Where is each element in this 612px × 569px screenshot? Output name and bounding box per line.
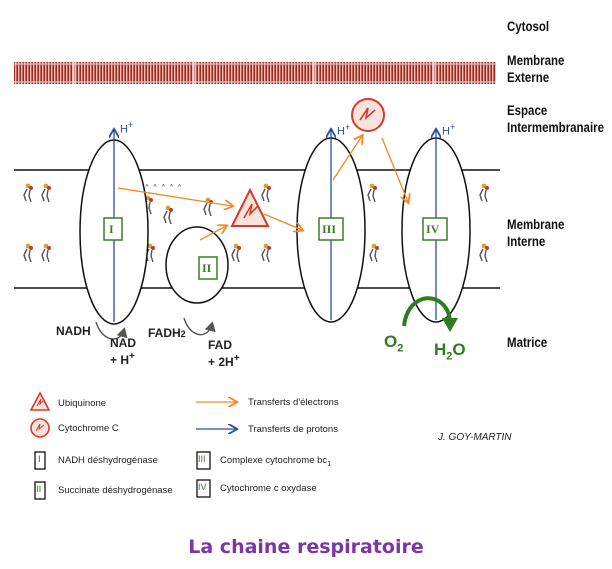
fadh2-label: FADH2 (148, 326, 186, 340)
ubiquinone-icon (230, 187, 270, 227)
author-credit: J. GOY-MARTIN (438, 432, 512, 443)
complex-I-box (103, 217, 123, 241)
electron-arrows (117, 136, 408, 241)
label-cytosol: Cytosol (507, 18, 550, 34)
water-label: H2O (434, 340, 466, 363)
legend-proton-transfer: Transferts de protons (248, 424, 338, 435)
legend-complex-I: NADH déshydrogénase (58, 455, 158, 466)
nad-label: NAD+ H+ (110, 336, 136, 367)
legend-ubiquinone: Ubiquinone (58, 398, 107, 409)
oxygen-water-arrow (402, 296, 452, 327)
complex-I-label: I (109, 222, 114, 236)
legend-box-IV: IV (198, 482, 207, 492)
label-matrix: Matrice (507, 334, 548, 350)
legend-complex-IV: Cytochrome c oxydase (220, 483, 317, 494)
legend-cytochrome-c: Cytochrome C (58, 423, 119, 434)
complex-II-box (198, 256, 218, 280)
proton-label-IV: H+ (442, 122, 456, 138)
nadh-curved-arrow (95, 321, 128, 340)
complex-III-box (318, 217, 344, 241)
legend-complex-III: Complexe cytochrome bc1 (220, 455, 332, 468)
complex-II-label: II (202, 261, 212, 275)
complex-II-ellipse (165, 226, 229, 304)
legend-box-I: I (38, 454, 41, 465)
complex-III-label: III (322, 222, 337, 236)
oxygen-label: O2 (384, 332, 404, 355)
complex-IV-label: IV (426, 222, 440, 236)
legend-box-II: II (36, 484, 42, 495)
figure-caption: La chaine respiratoire (188, 536, 424, 558)
fadh2-curved-arrow (183, 317, 216, 336)
legend-complex-II: Succinate déshydrogénase (58, 485, 173, 496)
fad-label: FAD+ 2H+ (208, 338, 240, 369)
legend-electron-transfer: Transferts d'électrons (248, 397, 339, 408)
proton-label-I: H+ (120, 120, 134, 136)
nadh-label: NADH (56, 324, 91, 338)
legend-icons (29, 391, 236, 500)
legend-box-III: III (198, 454, 206, 464)
cytochrome-c-icon (351, 98, 385, 132)
proton-label-III: H+ (337, 122, 351, 138)
outer-membrane (14, 62, 496, 84)
complex-IV-box (422, 217, 448, 241)
